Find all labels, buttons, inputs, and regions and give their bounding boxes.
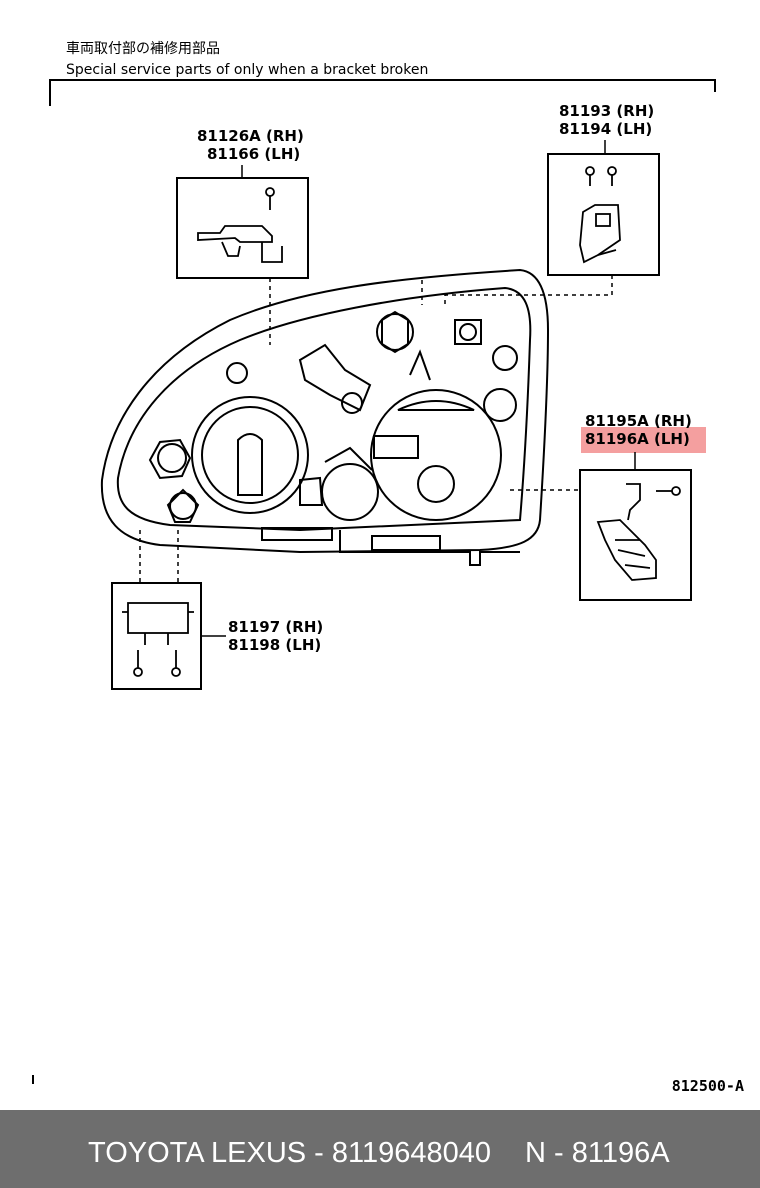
highlighted-part-label-box (581, 427, 706, 453)
part-box-81197 (111, 582, 202, 690)
footer-reference-code: N - 81196A (525, 1137, 670, 1169)
headlamp-drawing (32, 79, 716, 1084)
part-label-81198-lh: 81198 (LH) (228, 636, 322, 654)
header-bracket-line (49, 79, 716, 106)
part-box-81126A (176, 177, 309, 279)
part-box-81193 (547, 153, 660, 276)
part-label-81166-lh: 81166 (LH) (207, 145, 301, 163)
bracket-81196A-drawing (596, 483, 681, 581)
part-label-81195A-rh: 81195A (RH) (585, 412, 692, 430)
headlamp-internals (148, 310, 518, 523)
headlamp-housing (100, 268, 550, 566)
part-label-81196A-lh: 81196A (LH) (585, 430, 690, 448)
header-english-text: Special service parts of only when a bra… (66, 62, 429, 78)
bracket-81126A-drawing (197, 187, 283, 263)
bracket-81193-drawing (579, 166, 621, 264)
parts-diagram: 車両取付部の補修用部品 Special service parts of onl… (32, 41, 744, 1095)
part-label-81194-lh: 81194 (LH) (559, 120, 653, 138)
footer-bar: TOYOTA LEXUS - 8119648040 N - 81196A (0, 1110, 760, 1188)
dashed-connectors (139, 275, 613, 583)
bracket-81197-drawing (122, 602, 194, 677)
footer-part-number: TOYOTA LEXUS - 8119648040 (88, 1137, 492, 1169)
part-label-81193-rh: 81193 (RH) (559, 102, 655, 120)
figure-code: 812500-A (671, 1077, 744, 1095)
part-label-81126A-rh: 81126A (RH) (197, 127, 304, 145)
header-japanese-text: 車両取付部の補修用部品 (66, 41, 220, 57)
part-label-81197-rh: 81197 (RH) (228, 618, 324, 636)
